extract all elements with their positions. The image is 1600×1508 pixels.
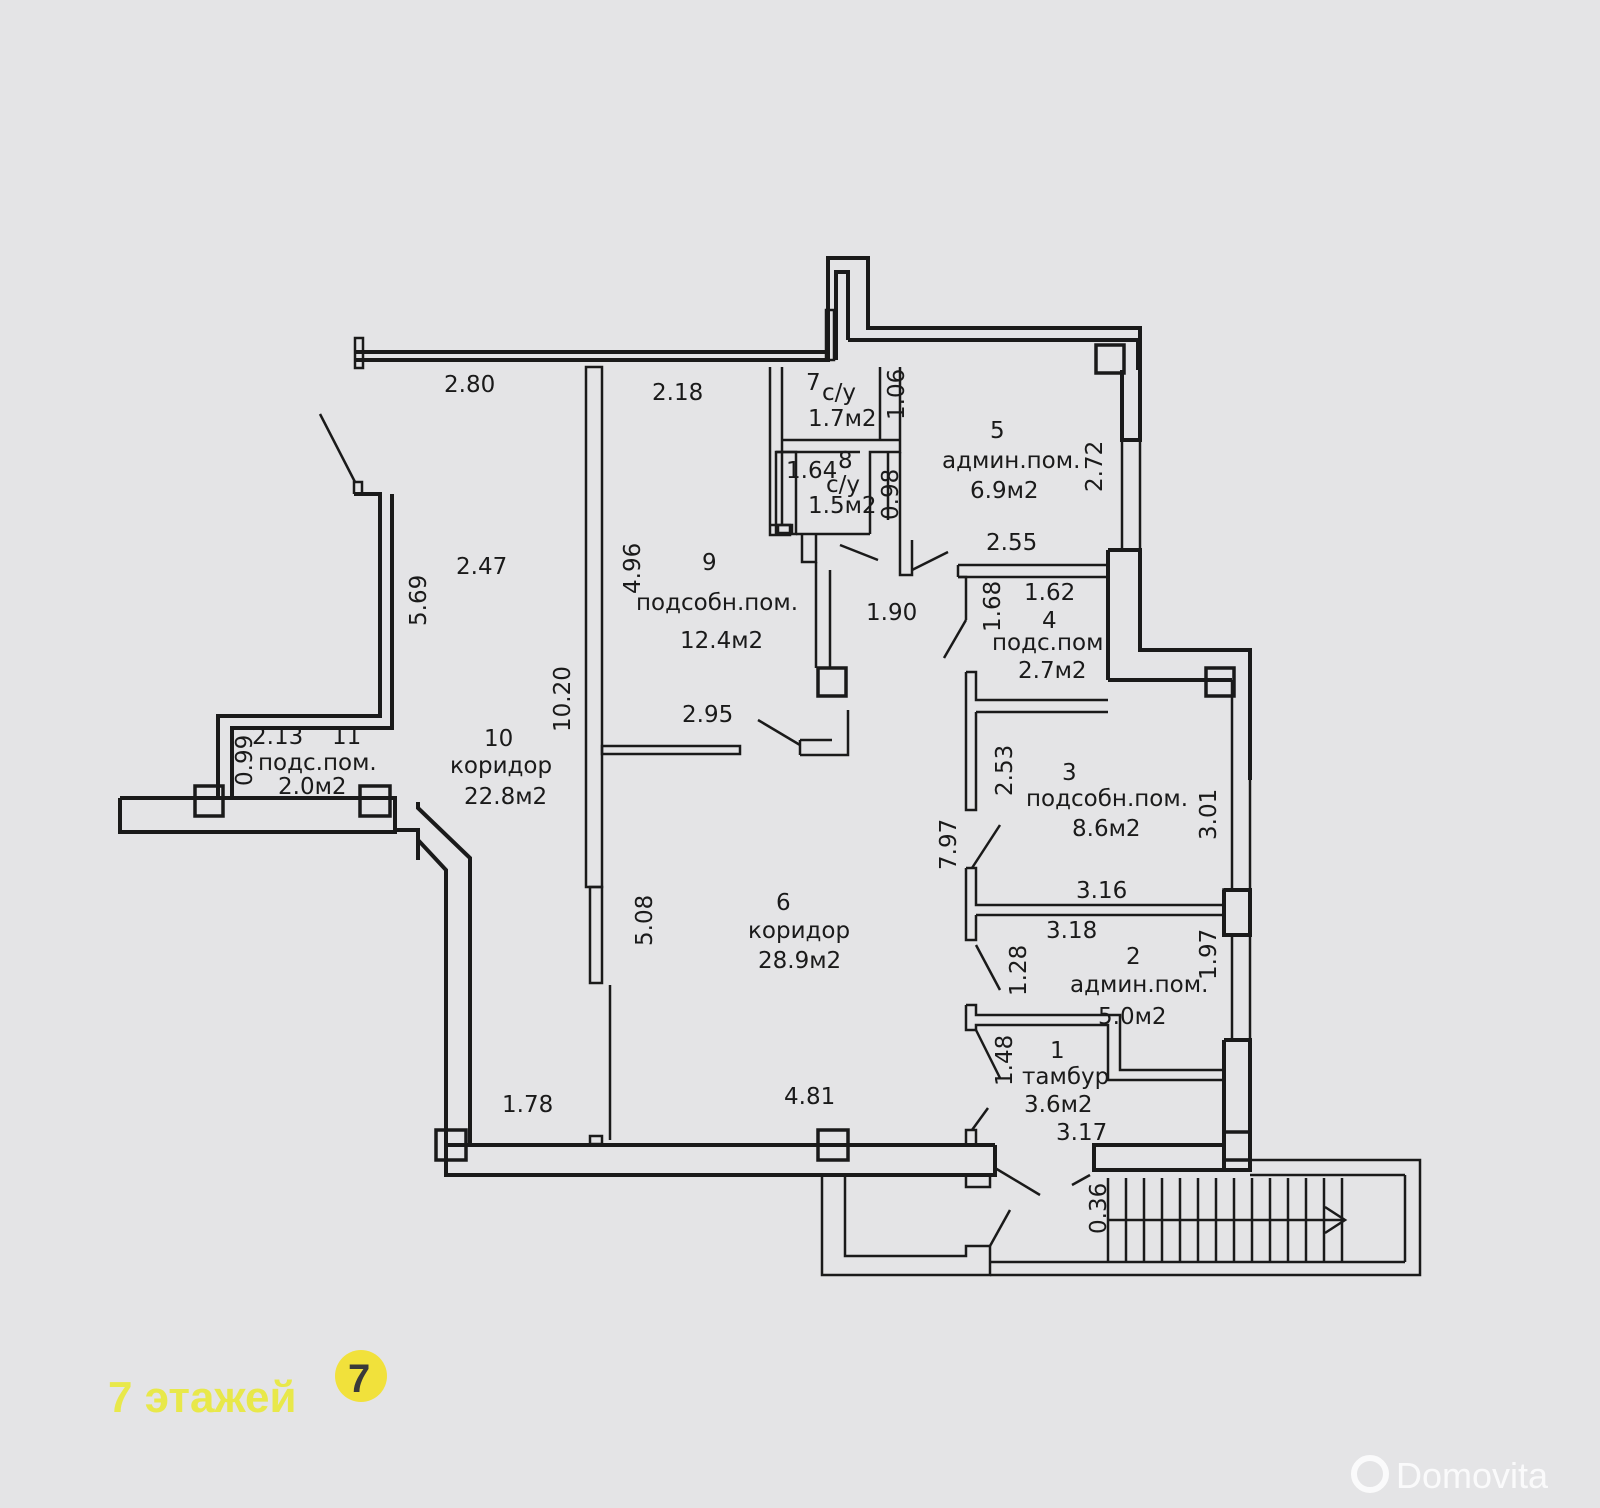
room-6-area: 28.9м2 xyxy=(758,948,841,974)
brand-logo: 7 этажей 7 xyxy=(108,1350,387,1422)
room-11-name: подс.пом. xyxy=(258,750,377,776)
dim-label: 2.47 xyxy=(456,554,507,580)
watermark-text: Domovita xyxy=(1396,1455,1549,1496)
dim-label: 2.18 xyxy=(652,380,703,406)
dim-label: 4.81 xyxy=(784,1084,835,1110)
dim-label: 3.16 xyxy=(1076,878,1127,904)
room-labels: 7 с/у 1.7м2 8 с/у 1.5м2 5 админ.пом. 6.9… xyxy=(258,370,1208,1118)
dim-label: 2.80 xyxy=(444,372,495,398)
dim-label: 2.95 xyxy=(682,702,733,728)
room-5-area: 6.9м2 xyxy=(970,478,1039,504)
dim-label: 5.08 xyxy=(632,895,658,946)
svg-text:7: 7 xyxy=(348,1357,370,1401)
dim-label: 1.97 xyxy=(1196,929,1222,980)
room-9-number: 9 xyxy=(702,550,717,576)
dim-label: 4.96 xyxy=(620,543,646,594)
room-4-area: 2.7м2 xyxy=(1018,658,1087,684)
dim-label: 0.99 xyxy=(232,735,258,786)
dim-label: 2.13 xyxy=(252,724,303,750)
room-6-name: коридор xyxy=(748,918,850,944)
room-4-name: подс.пом xyxy=(992,630,1103,656)
dim-label: 1.64 xyxy=(786,458,837,484)
room-8-name: с/у xyxy=(826,472,860,498)
room-10-name: коридор xyxy=(450,753,552,779)
room-7-name: с/у xyxy=(822,380,856,406)
room-4-number: 4 xyxy=(1042,608,1057,634)
dim-label: 1.48 xyxy=(992,1035,1018,1086)
room-2-area: 5.0м2 xyxy=(1098,1004,1167,1030)
room-8-area: 1.5м2 xyxy=(808,493,877,519)
room-2-number: 2 xyxy=(1126,944,1141,970)
dim-label: 2.55 xyxy=(986,530,1037,556)
room-1-name: тамбур xyxy=(1022,1064,1109,1090)
room-9-name: подсобн.пом. xyxy=(636,590,798,616)
dim-label: 1.68 xyxy=(980,581,1006,632)
room-2-name: админ.пом. xyxy=(1070,972,1208,998)
room-7-area: 1.7м2 xyxy=(808,406,877,432)
room-3-number: 3 xyxy=(1062,760,1077,786)
dim-label: 2.53 xyxy=(992,745,1018,796)
dim-label: 1.06 xyxy=(884,369,910,420)
room-3-area: 8.6м2 xyxy=(1072,816,1141,842)
dim-label: 10.20 xyxy=(550,666,576,732)
room-1-area: 3.6м2 xyxy=(1024,1092,1093,1118)
room-3-name: подсобн.пом. xyxy=(1026,786,1188,812)
walls xyxy=(118,256,1422,1277)
dim-label: 3.17 xyxy=(1056,1120,1107,1146)
dim-label: 1.78 xyxy=(502,1092,553,1118)
dim-label: 0.98 xyxy=(878,469,904,520)
dimension-labels: 2.80 2.18 1.06 1.64 0.98 2.72 2.55 2.47 … xyxy=(232,369,1222,1234)
dim-label: 2.72 xyxy=(1082,441,1108,492)
dim-label: 3.01 xyxy=(1196,789,1222,840)
room-11-area: 2.0м2 xyxy=(278,774,347,800)
watermark-logo-icon xyxy=(1351,1455,1389,1493)
dim-label: 1.62 xyxy=(1024,580,1075,606)
room-11-number: 11 xyxy=(332,724,361,750)
watermark: Domovita xyxy=(1351,1455,1549,1496)
brand-badge-icon xyxy=(335,1350,387,1402)
room-10-area: 22.8м2 xyxy=(464,784,547,810)
room-10-number: 10 xyxy=(484,726,513,752)
dim-label: 7.97 xyxy=(936,819,962,870)
room-5-name: админ.пом. xyxy=(942,448,1080,474)
room-8-number: 8 xyxy=(838,448,853,474)
dim-label: 1.28 xyxy=(1006,945,1032,996)
brand-text: 7 этажей xyxy=(108,1373,297,1422)
dim-label: 5.69 xyxy=(406,575,432,626)
room-9-area: 12.4м2 xyxy=(680,628,763,654)
dim-label: 3.18 xyxy=(1046,918,1097,944)
stair-treads xyxy=(1106,1178,1348,1262)
dim-label: 0.36 xyxy=(1086,1183,1112,1234)
room-1-number: 1 xyxy=(1050,1038,1065,1064)
room-6-number: 6 xyxy=(776,890,791,916)
dim-label: 1.90 xyxy=(866,600,917,626)
room-7-number: 7 xyxy=(806,370,821,396)
columns xyxy=(193,343,1252,1162)
room-5-number: 5 xyxy=(990,418,1005,444)
